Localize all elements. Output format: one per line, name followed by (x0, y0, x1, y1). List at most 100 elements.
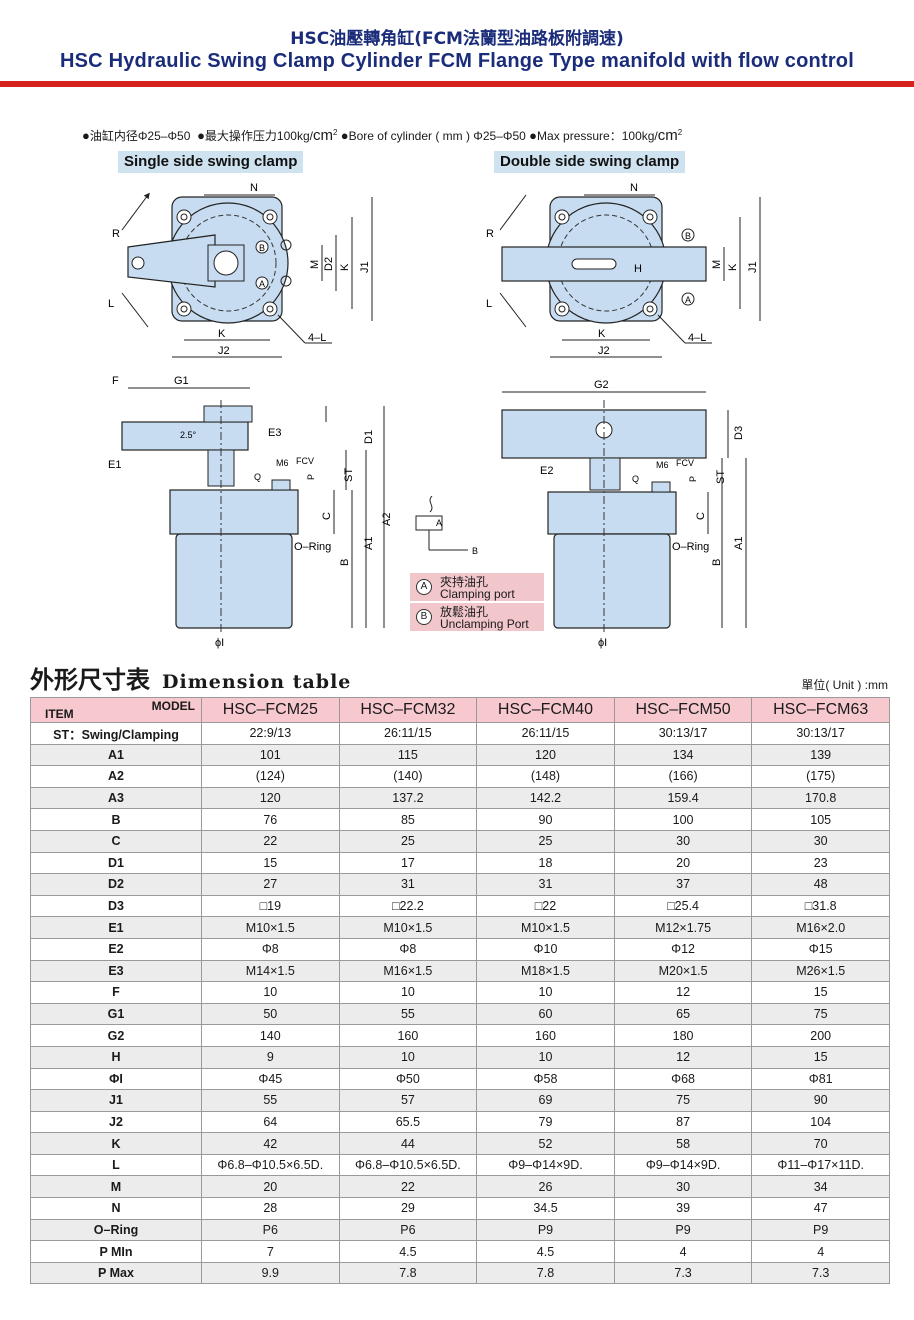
value-cell: 48 (751, 873, 890, 896)
dim-l-label: L (108, 298, 114, 310)
bullet-icon: ● (82, 128, 90, 143)
dim-d3-label: D3 (733, 426, 745, 440)
value-cell: 26:11/15 (476, 722, 615, 745)
value-cell: M18×1.5 (476, 959, 615, 983)
value-cell: 52 (476, 1132, 615, 1155)
value-cell: 20 (201, 1175, 340, 1199)
dim-e3-label: E3 (268, 427, 281, 439)
value-cell: 30 (613, 1175, 753, 1199)
value-cell: 55 (201, 1089, 340, 1112)
value-cell: 9.9 (201, 1261, 340, 1285)
value-cell: 65.5 (338, 1110, 478, 1134)
dim-r-label: R (112, 228, 120, 240)
value-cell: 57 (338, 1089, 478, 1112)
value-cell: 10 (476, 1045, 615, 1069)
single-top-view-drawing: B A N R L M D2 K J1 K J2 4–L (108, 182, 373, 358)
value-cell: 15 (201, 851, 340, 875)
value-cell: 137.2 (338, 786, 478, 810)
value-cell: 30:13/17 (613, 722, 753, 745)
unit-cm: cm (657, 127, 678, 144)
dim-l-label: L (486, 298, 492, 310)
unit-cm: cm (312, 127, 333, 144)
item-label-cell: N (30, 1197, 202, 1220)
value-cell: P6 (201, 1218, 340, 1242)
p-label: P (306, 474, 316, 480)
oring-label: O–Ring (672, 541, 709, 553)
dim-j2-label: J2 (218, 345, 230, 357)
dim-r-label: R (486, 228, 494, 240)
value-cell: 44 (338, 1132, 478, 1155)
item-label-cell: G1 (30, 1002, 202, 1026)
value-cell: 25 (338, 829, 478, 853)
value-cell: 17 (338, 851, 478, 875)
item-label-cell: P Max (30, 1261, 202, 1285)
value-cell: 90 (751, 1089, 890, 1112)
symbol-a-label: A (436, 518, 442, 528)
port-b-label: B (259, 243, 265, 253)
p-label: P (688, 476, 698, 482)
unit-sup: 2 (332, 128, 338, 137)
value-cell: 30 (751, 829, 890, 853)
value-cell: 70 (751, 1132, 890, 1155)
value-cell: (166) (613, 765, 753, 788)
port-b-label: B (685, 231, 691, 241)
value-cell: Φ9–Φ14×9D. (476, 1153, 615, 1177)
dim-k-bottom-label: K (598, 328, 606, 340)
value-cell: 64 (201, 1110, 340, 1134)
value-cell: 34 (751, 1175, 890, 1199)
corner-model-label: MODEL (151, 699, 195, 713)
dim-st-label: ST (715, 470, 727, 484)
single-front-view-drawing: F G1 2.5° E3 E1 M6 FCV Q P O–Ring ϕI D1 … (108, 375, 393, 649)
value-cell: 115 (338, 743, 478, 767)
model-header-cell: HSC–FCM32 (338, 697, 478, 723)
table-row: D3□19□22.2□22□25.4□31.8 (30, 894, 890, 918)
value-cell: Φ10 (476, 937, 615, 961)
pressure-zh: 最大操作压力100kg/ (204, 129, 313, 143)
value-cell: 42 (201, 1132, 340, 1155)
bullet-icon: ● (340, 128, 349, 143)
symbol-b-label: B (472, 546, 478, 556)
value-cell: 50 (201, 1002, 340, 1026)
dim-k-label: K (339, 263, 351, 271)
value-cell: 87 (613, 1110, 753, 1134)
item-label-cell: A1 (30, 743, 202, 767)
model-header-cell: HSC–FCM63 (751, 697, 890, 723)
m6-label: M6 (276, 458, 289, 468)
dim-4l-label: 4–L (688, 332, 706, 344)
value-cell: 180 (613, 1024, 753, 1047)
value-cell: P9 (613, 1218, 753, 1242)
value-cell: 120 (201, 786, 340, 810)
value-cell: 58 (613, 1132, 753, 1155)
value-cell: M10×1.5 (201, 916, 340, 939)
q-label: Q (632, 474, 639, 484)
value-cell: 12 (613, 981, 753, 1004)
value-cell: 25 (476, 829, 615, 853)
value-cell: 159.4 (613, 786, 753, 810)
value-cell: 55 (338, 1002, 478, 1026)
dim-h-label: H (634, 263, 642, 275)
angle-label: 2.5° (180, 430, 197, 440)
value-cell: Φ81 (751, 1067, 890, 1091)
value-cell: 7.3 (613, 1261, 753, 1285)
value-cell: 160 (476, 1024, 615, 1047)
dim-e1-label: E1 (108, 459, 121, 471)
port-b-icon: B (416, 609, 432, 625)
value-cell: (175) (751, 765, 890, 788)
value-cell: 39 (613, 1197, 753, 1220)
value-cell: Φ58 (476, 1067, 615, 1091)
value-cell: Φ12 (613, 937, 753, 961)
dim-st-label: ST (343, 468, 355, 482)
value-cell: 31 (476, 873, 615, 896)
value-cell: 27 (201, 873, 340, 896)
